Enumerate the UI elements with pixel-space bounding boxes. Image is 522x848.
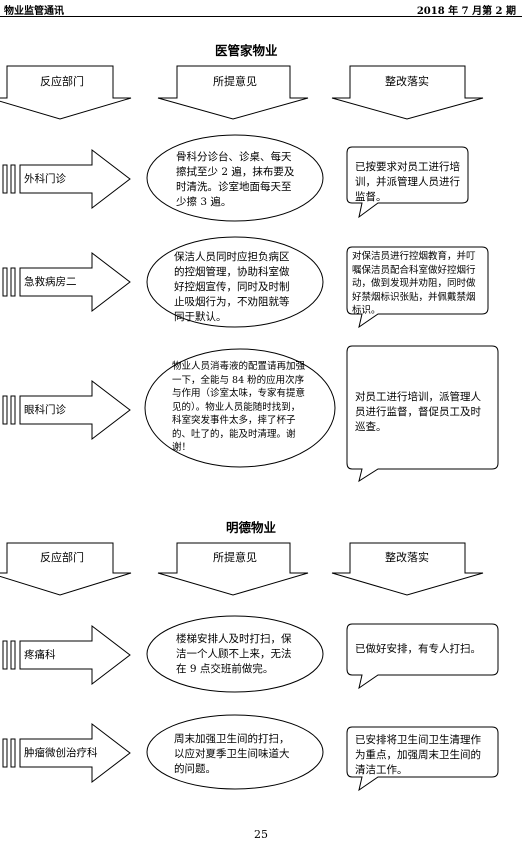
column-header-dept: 反应部门 <box>40 75 84 88</box>
fix-callout-4 <box>346 623 499 690</box>
dept-label: 疼痛科 <box>24 649 56 661</box>
header-rule <box>0 16 522 17</box>
fix-callout-3 <box>346 345 499 483</box>
dept-arrow-2 <box>19 251 131 313</box>
section-title: 医管家物业 <box>215 43 278 58</box>
fix-text: 对保洁员进行控烟教育，并叮嘱保洁员配合科室做好控烟行动，做到发现并劝阻，同时做好… <box>352 251 476 316</box>
column-header-opinion: 所提意见 <box>213 551 257 564</box>
dept-arrow-5 <box>19 722 131 784</box>
section-title: 明德物业 <box>226 520 277 535</box>
opinion-text: 周末加强卫生间的打扫，以应对夏季卫生间味道大的问题。 <box>174 733 290 775</box>
opinion-text: 楼梯安排人及时打扫，保洁一个人顾不上来，无法在 9 点交班前做完。 <box>176 633 292 675</box>
page-number: 25 <box>254 828 268 841</box>
issue-date: 2018 年 7 月第 2 期 <box>416 6 516 17</box>
dept-arrow-4 <box>19 624 131 686</box>
dept-label: 肿瘤微创治疗科 <box>24 747 98 759</box>
dept-header-arrow-2 <box>0 542 132 596</box>
fix-text: 已做好安排，有专人打扫。 <box>355 643 481 655</box>
fix-text: 已安排将卫生间卫生清理作为重点，加强周末卫生间的清洁工作。 <box>355 734 481 776</box>
opinion-text: 保洁人员同时应担负病区的控烟管理，协助科室做好控烟宣传，同时及时制止吸烟行为，不… <box>174 251 290 323</box>
opinion-bubble-4 <box>146 615 324 693</box>
dept-label: 眼科门诊 <box>24 404 66 416</box>
dept-header-arrow <box>0 65 132 120</box>
journal-name: 物业监管通讯 <box>4 6 64 17</box>
opinion-header-arrow-2 <box>157 542 309 596</box>
opinion-bubble-3 <box>144 348 336 468</box>
fix-header-arrow-2 <box>331 542 484 596</box>
opinion-bubble-5 <box>146 714 324 790</box>
dept-label: 外科门诊 <box>24 173 66 185</box>
opinion-bubble-2 <box>146 236 324 328</box>
dept-label: 急救病房二 <box>24 276 77 288</box>
fix-text: 已按要求对员工进行培训，并派管理人员进行监督。 <box>355 161 460 203</box>
fix-callout-2 <box>346 246 489 329</box>
fix-callout-1 <box>346 146 469 219</box>
dept-arrow-1 <box>19 148 131 210</box>
fix-text: 对员工进行培训，派管理人员进行监督，督促员工及时巡查。 <box>355 391 481 433</box>
opinion-bubble-1 <box>146 134 324 222</box>
column-header-fix: 整改落实 <box>385 75 429 88</box>
dept-arrow-3 <box>19 379 131 441</box>
opinion-text: 物业人员消毒液的配置请再加强一下，全能与 84 粉的应用次序与作用（诊室太味，专… <box>172 361 306 453</box>
opinion-header-arrow <box>157 65 309 120</box>
column-header-fix: 整改落实 <box>385 551 429 564</box>
fix-callout-5 <box>346 726 499 792</box>
opinion-text: 骨科分诊台、诊桌、每天擦拭至少 2 遍，抹布要及时清洗。诊室地面每天至少擦 3 … <box>176 151 295 208</box>
column-header-dept: 反应部门 <box>40 551 84 564</box>
fix-header-arrow <box>331 65 484 120</box>
column-header-opinion: 所提意见 <box>213 75 257 88</box>
